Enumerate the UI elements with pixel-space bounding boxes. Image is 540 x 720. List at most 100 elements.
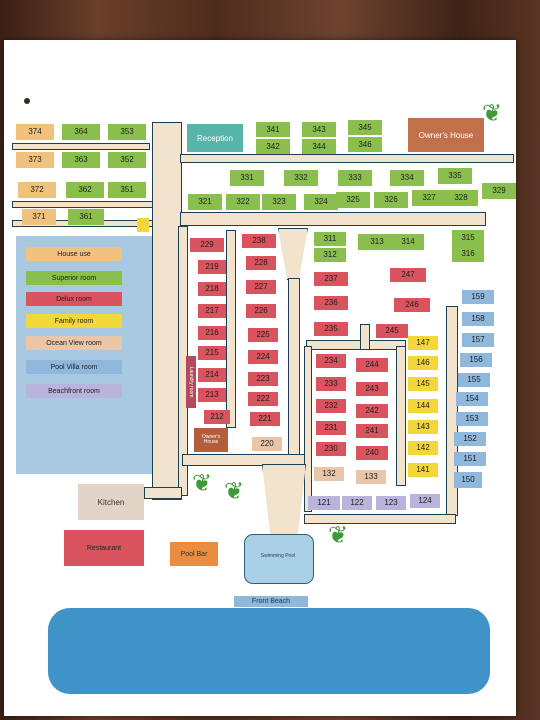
room-343: 343 — [302, 122, 336, 137]
room-332: 332 — [284, 170, 318, 186]
room-157: 157 — [462, 333, 494, 347]
emblem-icon — [24, 98, 30, 104]
road-kitchen-link — [144, 487, 182, 499]
legend-beachfront: Beachfront room — [26, 384, 122, 398]
road-pool-path — [262, 464, 306, 540]
room-353: 353 — [108, 124, 146, 140]
room-150: 150 — [454, 472, 482, 488]
room-214: 214 — [198, 368, 226, 382]
room-229: 229 — [190, 238, 224, 252]
room-352: 352 — [108, 152, 146, 168]
road-col-h — [304, 346, 312, 512]
road-col-f — [396, 346, 406, 486]
legend-delux: Delux room — [26, 292, 122, 306]
room-223: 223 — [248, 372, 278, 386]
room-141: 141 — [408, 463, 438, 477]
road-col-b — [226, 230, 236, 428]
room-364: 364 — [62, 124, 100, 140]
room-326: 326 — [374, 192, 408, 208]
room-212: 212 — [204, 410, 230, 424]
room-142: 142 — [408, 441, 438, 455]
room-217: 217 — [198, 304, 226, 318]
room-333: 333 — [338, 170, 372, 186]
restaurant: Restaurant — [64, 530, 144, 566]
room-311: 311 — [314, 232, 346, 246]
legend-superior: Superior room — [26, 271, 122, 285]
palm-tree-icon-mid2: ❦ — [224, 478, 245, 505]
room-241: 241 — [356, 424, 388, 438]
legend-house-use: House use — [26, 247, 122, 261]
road-mid-row — [180, 212, 486, 226]
room-230: 230 — [316, 442, 346, 456]
palm-tree-icon-top: ❦ — [482, 100, 503, 127]
room-145: 145 — [408, 377, 438, 391]
room-133: 133 — [356, 470, 386, 484]
room-219: 219 — [198, 260, 226, 274]
laundry-room — [186, 356, 196, 408]
room-344: 344 — [302, 139, 336, 154]
road-left-mid — [12, 201, 156, 208]
small-yellow-box — [137, 218, 149, 232]
room-322: 322 — [226, 194, 260, 210]
pool-bar: Pool Bar — [170, 542, 218, 566]
room-152: 152 — [454, 432, 486, 446]
palm-tree-icon-bottom: ❦ — [328, 522, 349, 549]
room-218: 218 — [198, 282, 226, 296]
room-124: 124 — [410, 494, 440, 508]
room-122: 122 — [342, 496, 372, 510]
room-155: 155 — [458, 373, 490, 387]
room-314: 314 — [392, 234, 424, 250]
room-121: 121 — [308, 496, 340, 510]
room-153: 153 — [456, 412, 488, 426]
room-213: 213 — [198, 388, 226, 402]
room-224: 224 — [248, 350, 278, 364]
room-236: 236 — [314, 296, 348, 310]
room-232: 232 — [316, 399, 346, 413]
room-228: 228 — [246, 256, 276, 270]
laundry-room-label: Laundry room — [188, 366, 194, 398]
room-242: 242 — [356, 404, 388, 418]
room-234: 234 — [316, 354, 346, 368]
room-238: 238 — [242, 234, 276, 248]
room-154: 154 — [456, 392, 488, 406]
room-226: 226 — [246, 304, 276, 318]
palm-tree-icon-mid: ❦ — [192, 470, 213, 497]
room-132: 132 — [314, 467, 344, 481]
room-313: 313 — [358, 234, 396, 250]
room-159: 159 — [462, 290, 494, 304]
room-244: 244 — [356, 358, 388, 372]
owners-house-top: Owner's House — [408, 118, 484, 152]
room-243: 243 — [356, 382, 388, 396]
road-top-row — [180, 154, 514, 163]
room-321: 321 — [188, 194, 222, 210]
room-328: 328 — [444, 190, 478, 206]
kitchen: Kitchen — [78, 484, 144, 520]
room-231: 231 — [316, 421, 346, 435]
room-247: 247 — [390, 268, 426, 282]
room-221: 221 — [250, 412, 280, 426]
road-col-e — [360, 324, 370, 350]
room-327: 327 — [412, 190, 446, 206]
room-346: 346 — [348, 137, 382, 152]
room-373: 373 — [16, 152, 54, 168]
room-323: 323 — [262, 194, 296, 210]
sea-area — [48, 608, 490, 694]
room-345: 345 — [348, 120, 382, 135]
room-324: 324 — [304, 194, 338, 210]
room-329: 329 — [482, 183, 516, 199]
room-222: 222 — [248, 392, 278, 406]
room-363: 363 — [62, 152, 100, 168]
room-144: 144 — [408, 399, 438, 413]
room-325: 325 — [336, 192, 370, 208]
room-240: 240 — [356, 446, 388, 460]
road-bottom-row — [304, 514, 456, 524]
room-215: 215 — [198, 346, 226, 360]
room-331: 331 — [230, 170, 264, 186]
room-220: 220 — [252, 437, 282, 451]
room-341: 341 — [256, 122, 290, 137]
room-312: 312 — [314, 248, 346, 262]
room-371: 371 — [22, 209, 56, 225]
room-235: 235 — [314, 322, 348, 336]
room-316: 316 — [452, 246, 484, 262]
room-372: 372 — [18, 182, 56, 198]
